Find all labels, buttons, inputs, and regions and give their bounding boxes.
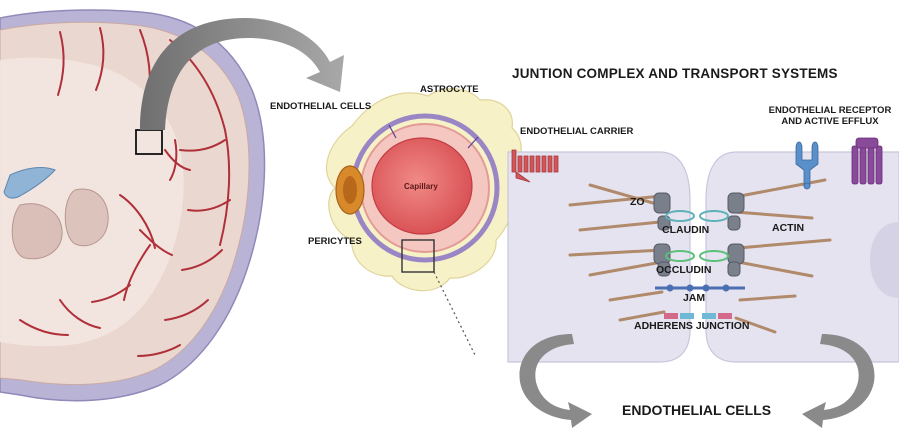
label-zo: ZO bbox=[630, 196, 645, 208]
label-adherens-junction: ADHERENS JUNCTION bbox=[634, 320, 750, 332]
label-endothelial-carrier: ENDOTHELIAL CARRIER bbox=[520, 126, 633, 137]
label-endothelial-cells-top: ENDOTHELIAL CELLS bbox=[270, 101, 371, 112]
adherens-junction-proteins bbox=[664, 313, 732, 319]
label-endothelial-cells-bottom: ENDOTHELIAL CELLS bbox=[622, 402, 771, 418]
capillary-section bbox=[327, 89, 522, 355]
label-endothelial-receptor-line2: AND ACTIVE EFFLUX bbox=[760, 116, 899, 127]
label-jam: JAM bbox=[683, 292, 705, 304]
label-actin: ACTIN bbox=[772, 222, 804, 234]
label-capillary: Capillary bbox=[404, 182, 438, 191]
brain-section bbox=[0, 10, 265, 401]
label-endothelial-receptor-line1: ENDOTHELIAL RECEPTOR bbox=[760, 105, 899, 116]
brain-structure-2 bbox=[65, 189, 108, 246]
label-occludin: OCCLUDIN bbox=[656, 264, 711, 276]
label-pericytes: PERICYTES bbox=[308, 236, 362, 247]
label-endothelial-receptor: ENDOTHELIAL RECEPTOR AND ACTIVE EFFLUX bbox=[760, 105, 899, 127]
pericyte-nucleus bbox=[343, 176, 357, 204]
label-astrocyte: ASTROCYTE bbox=[420, 84, 479, 95]
label-claudin: CLAUDIN bbox=[662, 224, 709, 236]
diagram-title: JUNTION COMPLEX AND TRANSPORT SYSTEMS bbox=[512, 66, 838, 81]
